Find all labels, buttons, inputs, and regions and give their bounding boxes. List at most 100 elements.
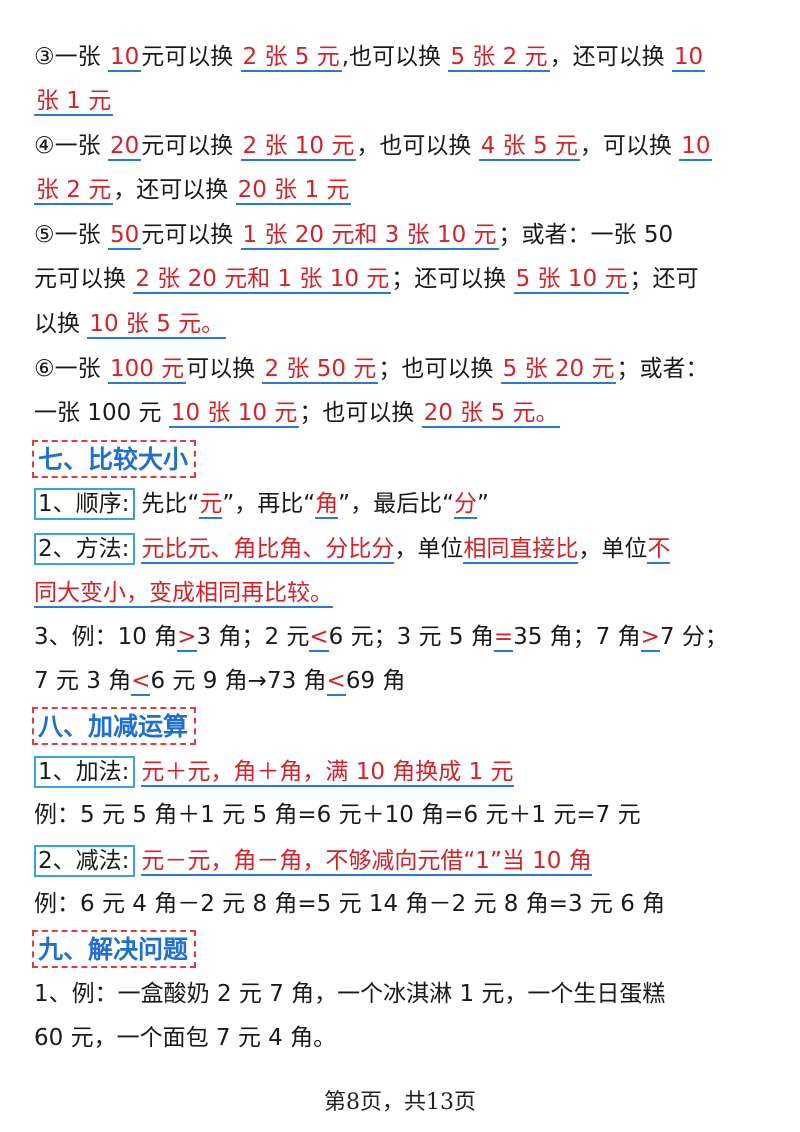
- text: 69 角: [345, 668, 406, 694]
- sec8-sub-line: 2、减法:元－元，角－角，不够减向元借“1”当 10 角: [34, 845, 770, 877]
- text: 可以换: [186, 356, 256, 382]
- answer: 2 张 20 元和 1 张 10 元: [133, 266, 392, 294]
- sec9-line-1: 1、例：一盒酸奶 2 元 7 角，一个冰淇淋 1 元，一个生日蛋糕: [34, 981, 666, 1007]
- text: 7 分；: [659, 624, 728, 650]
- text: ；或者：一张 50: [498, 222, 674, 248]
- text: ⑤一张: [34, 222, 101, 248]
- answer: 100 元: [107, 356, 187, 384]
- answer: 不: [647, 536, 671, 564]
- answer: 元比元、角比角、分比分: [141, 536, 395, 564]
- answer: 元－元，角－角，不够减向元借“1”当 10 角: [141, 848, 592, 876]
- answer: 50: [107, 222, 142, 250]
- sec7-method-line-2: 同大变小，变成相同再比较。: [34, 578, 770, 608]
- section-8-heading: 八、加减运算: [32, 707, 197, 745]
- answer: <: [326, 668, 346, 696]
- sec8-add-line: 1、加法:元＋元，角＋角，满 10 角换成 1 元: [34, 756, 770, 788]
- answer: 5 张 20 元: [500, 356, 617, 384]
- text: ，还可以换: [113, 177, 229, 203]
- section-7-heading: 七、比较大小: [32, 440, 197, 478]
- label-box: 2、减法:: [34, 845, 136, 877]
- answer: 角: [315, 491, 339, 519]
- label-box: 2、方法:: [34, 533, 136, 565]
- answer: 张 2 元: [34, 177, 114, 205]
- text: 先比“: [141, 491, 200, 517]
- answer: 10: [107, 44, 142, 72]
- text: ”，再比“: [222, 491, 316, 517]
- text: 6 元 9 角→73 角: [150, 668, 327, 694]
- item-3-line-2: 张 1 元: [34, 86, 770, 116]
- text: ⑥一张: [34, 356, 101, 382]
- sec7-order-line: 1、顺序:先比“元”，再比“角”，最后比“分”: [34, 488, 770, 520]
- text: 元可以换: [141, 44, 234, 70]
- answer: 相同直接比: [463, 536, 579, 564]
- sec8-add-example: 例：5 元 5 角＋1 元 5 角=6 元＋10 角=6 元＋1 元=7 元: [34, 802, 641, 828]
- label-box: 1、加法:: [34, 756, 136, 788]
- answer: 同大变小，变成相同再比较。: [34, 580, 333, 608]
- text: ；也可以换: [299, 400, 415, 426]
- item-5-line-2: 元可以换 2 张 20 元和 1 张 10 元；还可以换 5 张 10 元；还可: [34, 264, 770, 294]
- text: ”: [477, 491, 489, 517]
- label-box: 1、顺序:: [34, 488, 136, 520]
- sec7-example-line-2: 7 元 3 角<6 元 9 角→73 角<69 角: [34, 666, 770, 696]
- item-4-line-1: ④一张 20元可以换 2 张 10 元，也可以换 4 张 5 元，可以换 10: [34, 131, 770, 161]
- text: 元可以换: [34, 266, 126, 292]
- item-4-line-2: 张 2 元，还可以换 20 张 1 元: [34, 175, 770, 205]
- answer: 10: [671, 44, 706, 72]
- page-footer: 第8页，共13页: [324, 1090, 476, 1115]
- answer: 元: [199, 491, 223, 519]
- answer: >: [177, 624, 197, 652]
- answer: 张 1 元: [34, 88, 114, 116]
- text: ，单位: [394, 536, 464, 562]
- text: ；也可以换: [378, 356, 494, 382]
- text: ，也可以换: [356, 133, 472, 159]
- text: ；还可: [629, 266, 699, 292]
- answer: 10 张 5 元。: [87, 311, 227, 339]
- text: 7 元 3 角: [34, 668, 132, 694]
- sec7-example-line-1: 3、例：10 角>3 角；2 元<6 元；3 元 5 角=35 角；7 角>7 …: [34, 622, 770, 652]
- answer: >: [640, 624, 660, 652]
- item-5-line-3: 以换 10 张 5 元。: [34, 309, 770, 339]
- text: ，还可以换: [549, 44, 665, 70]
- text: ”，最后比“: [338, 491, 454, 517]
- answer: 2 张 10 元: [240, 133, 357, 161]
- text: ,也可以换: [341, 44, 442, 70]
- text: 6 元；3 元 5 角: [328, 624, 494, 650]
- answer: 分: [454, 491, 477, 519]
- text: 元可以换: [141, 133, 234, 159]
- answer: 2 张 50 元: [262, 356, 379, 384]
- answer: 5 张 2 元: [448, 44, 550, 72]
- text: 一张 100 元: [34, 400, 162, 426]
- item-6-line-2: 一张 100 元 10 张 10 元；也可以换 20 张 5 元。: [34, 398, 770, 428]
- text: ，单位: [578, 536, 648, 562]
- answer: 元＋元，角＋角，满 10 角换成 1 元: [141, 759, 514, 787]
- text: ，可以换: [579, 133, 672, 159]
- answer: =: [493, 624, 514, 652]
- text: ；还可以换: [391, 266, 507, 292]
- text: 3 角；2 元: [196, 624, 310, 650]
- answer: 20: [107, 133, 142, 161]
- text: ④一张: [34, 133, 101, 159]
- section-9-heading: 九、解决问题: [32, 930, 197, 968]
- item-5-line-1: ⑤一张 50元可以换 1 张 20 元和 3 张 10 元；或者：一张 50: [34, 220, 770, 250]
- answer: 20 张 5 元。: [421, 400, 561, 428]
- sec9-line-2: 60 元，一个面包 7 元 4 角。: [34, 1025, 337, 1051]
- answer: 5 张 10 元: [513, 266, 630, 294]
- answer: 20 张 1 元: [235, 177, 352, 205]
- answer: 10: [679, 133, 713, 161]
- answer: <: [131, 668, 151, 696]
- text: 以换: [34, 311, 80, 337]
- answer: <: [309, 624, 329, 652]
- text: 35 角；7 角: [513, 624, 641, 650]
- answer: 4 张 5 元: [478, 133, 580, 161]
- text: ；或者：: [616, 356, 709, 382]
- answer: 2 张 5 元: [240, 44, 342, 72]
- text: 元可以换: [141, 222, 234, 248]
- answer: 10 张 10 元: [168, 400, 300, 428]
- sec8-sub-example: 例：6 元 4 角－2 元 8 角=5 元 14 角－2 元 8 角=3 元 6…: [34, 891, 666, 917]
- item-6-line-1: ⑥一张 100 元可以换 2 张 50 元；也可以换 5 张 20 元；或者：: [34, 354, 770, 384]
- sec7-method-line-1: 2、方法:元比元、角比角、分比分，单位相同直接比，单位不: [34, 533, 770, 565]
- item-3-line-1: ③一张 10元可以换 2 张 5 元,也可以换 5 张 2 元，还可以换 10: [34, 42, 770, 72]
- text: 3、例：10 角: [34, 624, 178, 650]
- answer: 1 张 20 元和 3 张 10 元: [240, 222, 499, 250]
